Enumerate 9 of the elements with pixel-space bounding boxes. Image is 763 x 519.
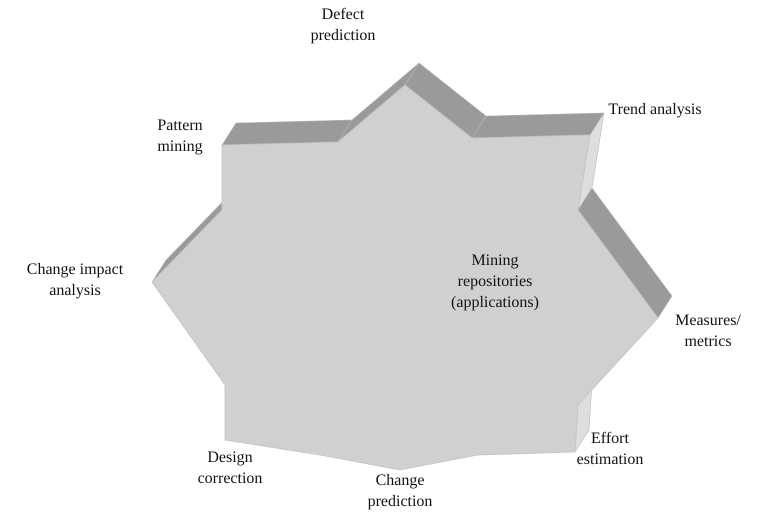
- point-label: Design correction: [196, 448, 264, 489]
- point-label: Effort estimation: [576, 429, 644, 470]
- point-label: Pattern mining: [156, 116, 204, 157]
- point-label: Change prediction: [366, 471, 434, 512]
- point-label: Trend analysis: [607, 100, 703, 120]
- point-label: Defect prediction: [310, 5, 376, 46]
- point-label: Measures/ metrics: [674, 311, 742, 352]
- point-label: Change impact analysis: [26, 260, 124, 301]
- center-label: Mining repositories (applications): [450, 251, 540, 313]
